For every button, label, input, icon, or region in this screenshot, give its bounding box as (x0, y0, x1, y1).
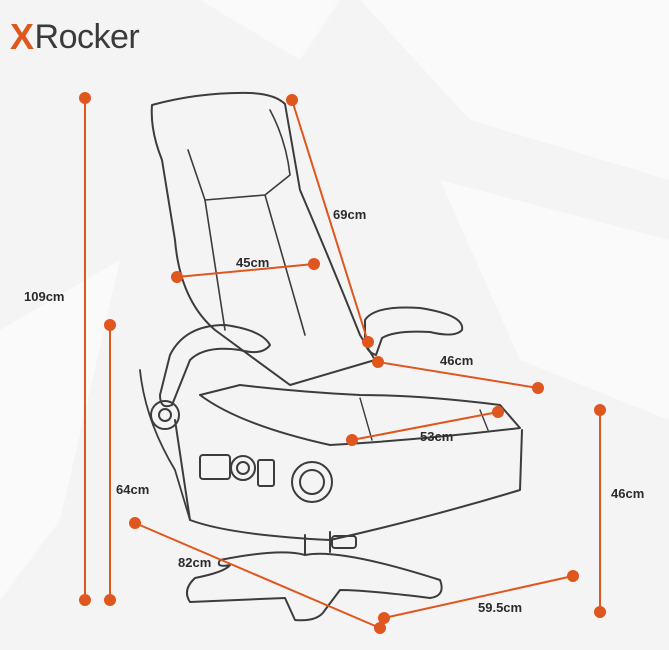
front-speaker (291, 461, 333, 503)
dim-line-back-width (176, 263, 315, 278)
label-backrest-height: 69cm (333, 207, 366, 222)
seat-front (174, 419, 523, 541)
dim-line-base-diagonal (134, 522, 381, 629)
backrest-center (204, 194, 306, 336)
logo-mark: X (10, 16, 34, 57)
label-back-width: 45cm (236, 255, 269, 270)
right-armrest (364, 306, 464, 356)
star-base (185, 551, 443, 622)
left-speaker (150, 400, 180, 430)
control-panel (199, 454, 231, 480)
label-armrest-width: 46cm (440, 353, 473, 368)
chair-illustration (139, 91, 523, 622)
label-base-height: 64cm (116, 482, 149, 497)
left-armrest (159, 324, 271, 408)
seat-stitch (359, 397, 489, 441)
dim-line-seat-width (351, 411, 499, 441)
dim-line-backrest-height (291, 99, 369, 343)
logo-text: Rocker (34, 17, 140, 56)
dimension-labels: 109cm 69cm 45cm 46cm 53cm 64cm 46cm 82cm… (24, 207, 644, 615)
seat-side (139, 369, 191, 521)
dim-line-base-width (383, 575, 574, 619)
backrest-outline (150, 91, 376, 386)
chair-stem (304, 531, 331, 556)
background-facets (0, 0, 669, 600)
label-seat-height: 46cm (611, 486, 644, 501)
label-seat-width: 53cm (420, 429, 453, 444)
dimension-lines (79, 92, 606, 634)
gas-lever (331, 535, 357, 549)
backrest-panel (187, 109, 291, 201)
label-total-height: 109cm (24, 289, 64, 304)
volume-knob (230, 455, 256, 481)
dim-line-armrest-width (377, 361, 539, 389)
seat-cushion (199, 384, 521, 446)
label-base-width: 59.5cm (478, 600, 522, 615)
label-base-diagonal: 82cm (178, 555, 211, 570)
